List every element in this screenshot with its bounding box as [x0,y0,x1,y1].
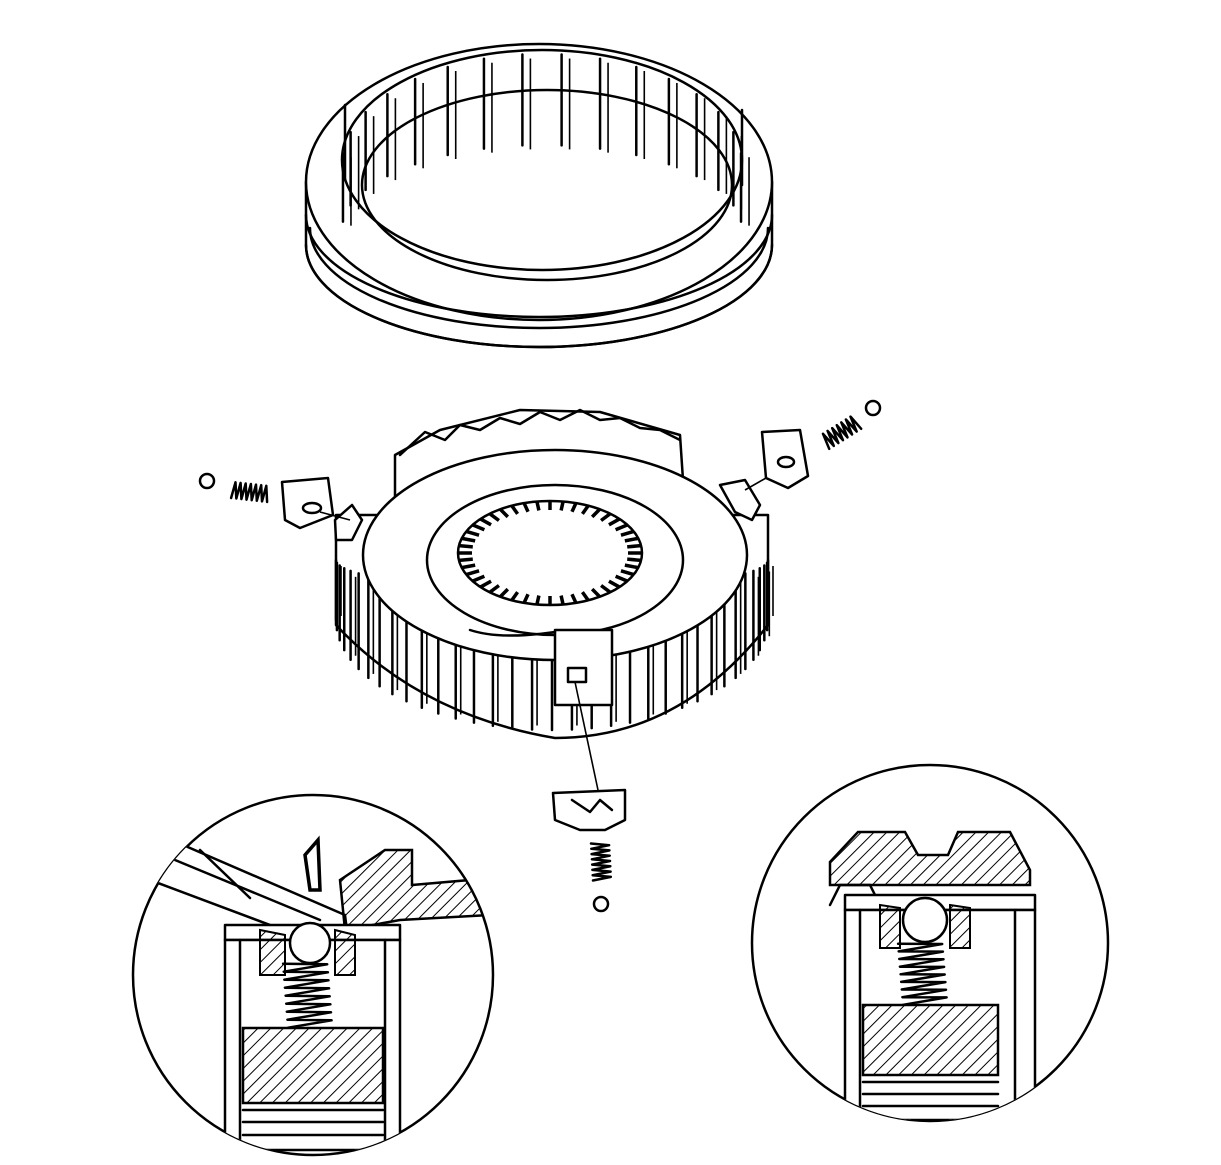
right-key-assembly [744,399,882,491]
coil-spring-icon [281,962,333,1029]
ball-icon [198,472,216,490]
ball-icon [864,399,882,417]
left-key-assembly [198,472,351,530]
sleeve-internal-splines [341,53,750,226]
ball-icon [592,895,610,913]
coil-spring-icon [896,942,948,1007]
hub-inner-splines [458,501,642,605]
synchronizer-sleeve [304,42,774,349]
coil-spring-icon [229,481,269,504]
bottom-key-assembly [551,681,627,913]
key-insert-icon [760,428,810,490]
coil-spring-icon [821,415,863,451]
synchronizer-hub [333,408,774,740]
detail-view-left [131,793,495,1157]
coil-spring-icon [589,842,613,882]
detail-view-right [750,763,1110,1123]
